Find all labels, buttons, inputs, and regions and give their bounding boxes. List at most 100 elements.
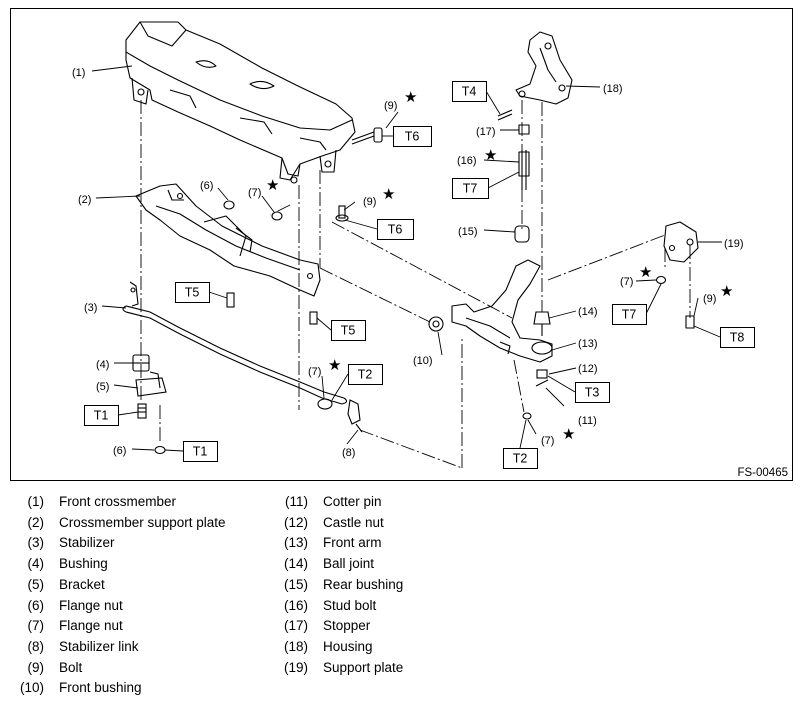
legend-number: (16) — [283, 597, 308, 613]
torque-label: T4 — [462, 85, 477, 99]
torque-label: T8 — [730, 331, 745, 345]
legend-label: Housing — [323, 638, 373, 654]
callout-c8: (8) — [342, 447, 355, 459]
stabilizer-drawing — [122, 281, 348, 405]
callout-c14: (14) — [578, 306, 598, 318]
torque-label: T6 — [405, 130, 420, 144]
callout-c16: (16) — [457, 155, 477, 167]
legend-number: (13) — [283, 535, 308, 551]
replace-star-icon: ★ — [484, 147, 497, 164]
legend-number: (8) — [27, 638, 45, 654]
legend-number: (19) — [283, 659, 308, 675]
torque-box-t2a: T2 — [348, 364, 383, 385]
callout-c19: (19) — [724, 238, 744, 250]
legend-label: Stabilizer — [59, 535, 115, 551]
legend-number: (6) — [27, 597, 45, 613]
torque-label: T6 — [388, 223, 403, 237]
legend-number: (5) — [27, 576, 45, 592]
torque-label: T1 — [193, 445, 208, 459]
callout-c2: (2) — [78, 194, 91, 206]
callout-c7a: (7) — [248, 187, 261, 199]
support-plate-right-drawing — [655, 221, 699, 329]
torque-box-t5a: T5 — [175, 282, 210, 303]
legend-number: (11) — [284, 494, 308, 509]
front-arm-drawing — [428, 259, 553, 363]
replace-star-icon: ★ — [639, 264, 652, 281]
callout-c12: (12) — [578, 363, 598, 375]
legend-label: Stud bolt — [323, 597, 377, 613]
exploded-view-diagram: (1)(2)(3)(4)(5)(6)(6)(7)(7)(7)(7)(8)(9)(… — [10, 8, 793, 481]
callout-c13: (13) — [578, 338, 598, 350]
legend-label: Support plate — [323, 659, 404, 675]
torque-label: T5 — [185, 286, 200, 300]
legend-number: (2) — [27, 514, 45, 530]
legend-number: (17) — [283, 618, 308, 634]
torque-box-t6a: T6 — [393, 126, 432, 147]
replace-star-icon: ★ — [266, 177, 279, 194]
legend-label: Stopper — [323, 618, 371, 634]
torque-box-t4: T4 — [452, 81, 487, 102]
torque-label: T3 — [585, 386, 600, 400]
legend-label: Stabilizer link — [59, 638, 139, 654]
legend-number: (9) — [27, 659, 45, 675]
diagram-frame — [10, 8, 793, 481]
callout-c9c: (9) — [703, 293, 716, 305]
callout-c11: (11) — [578, 415, 597, 427]
legend-label: Bracket — [59, 576, 105, 592]
legend-label: Crossmember support plate — [59, 514, 226, 530]
torque-tie-lines — [117, 90, 721, 452]
torque-box-t1b: T1 — [183, 441, 218, 462]
leader-lines — [91, 65, 722, 451]
parts-legend: (1) Front crossmember (2) Crossmember suppo… — [0, 494, 804, 704]
torque-label: T7 — [622, 308, 637, 322]
legend-number: (18) — [283, 638, 308, 654]
legend-number: (1) — [27, 494, 45, 509]
replace-star-icon: ★ — [382, 186, 395, 203]
legend-number: (3) — [27, 535, 45, 551]
legend-label: Flange nut — [59, 618, 123, 634]
torque-box-t1a: T1 — [84, 405, 119, 426]
replace-star-icon: ★ — [720, 283, 733, 300]
torque-label: T2 — [358, 368, 373, 382]
torque-label: T1 — [94, 409, 109, 423]
legend-label: Front bushing — [59, 680, 142, 696]
replace-star-icon: ★ — [404, 89, 417, 106]
legend-label: Bushing — [59, 556, 108, 572]
legend-number: (10) — [19, 680, 44, 696]
torque-box-t7a: T7 — [452, 178, 489, 199]
legend-label: Rear bushing — [323, 576, 404, 592]
callout-c7b: (7) — [308, 366, 321, 378]
callout-c18: (18) — [603, 83, 623, 95]
torque-box-t8: T8 — [720, 327, 755, 348]
callout-c9a: (9) — [384, 100, 397, 112]
legend-label: Cotter pin — [323, 494, 382, 509]
torque-box-t7b: T7 — [612, 304, 647, 325]
legend-number: (12) — [283, 514, 308, 530]
housing-assembly-drawing — [497, 31, 573, 243]
callout-c7d: (7) — [620, 276, 633, 288]
bushing-bracket-drawing — [132, 200, 349, 455]
bolts-top-drawing — [351, 127, 383, 145]
replace-star-icon: ★ — [328, 357, 341, 374]
stabilizer-link-drawing — [317, 398, 363, 433]
legend-label: Castle nut — [323, 514, 384, 530]
callout-c7c: (7) — [541, 435, 554, 447]
legend-label: Ball joint — [323, 556, 375, 572]
torque-box-t6b: T6 — [377, 219, 414, 240]
front-crossmember-drawing — [125, 21, 356, 184]
legend-label: Front arm — [323, 535, 382, 551]
callout-c6a: (6) — [200, 180, 213, 192]
callout-c6b: (6) — [113, 445, 126, 457]
torque-label: T7 — [463, 182, 478, 196]
torque-box-t5b: T5 — [331, 320, 366, 341]
callout-c9b: (9) — [363, 196, 376, 208]
legend-label: Front crossmember — [59, 494, 177, 509]
legend-number: (15) — [283, 576, 308, 592]
callout-c5: (5) — [96, 381, 109, 393]
torque-box-t3: T3 — [575, 382, 610, 403]
torque-label: T5 — [341, 324, 356, 338]
legend-label: Bolt — [59, 659, 83, 675]
callout-c17: (17) — [476, 126, 496, 138]
replace-star-icon: ★ — [562, 426, 575, 443]
assembly-guide-lines — [140, 100, 691, 469]
